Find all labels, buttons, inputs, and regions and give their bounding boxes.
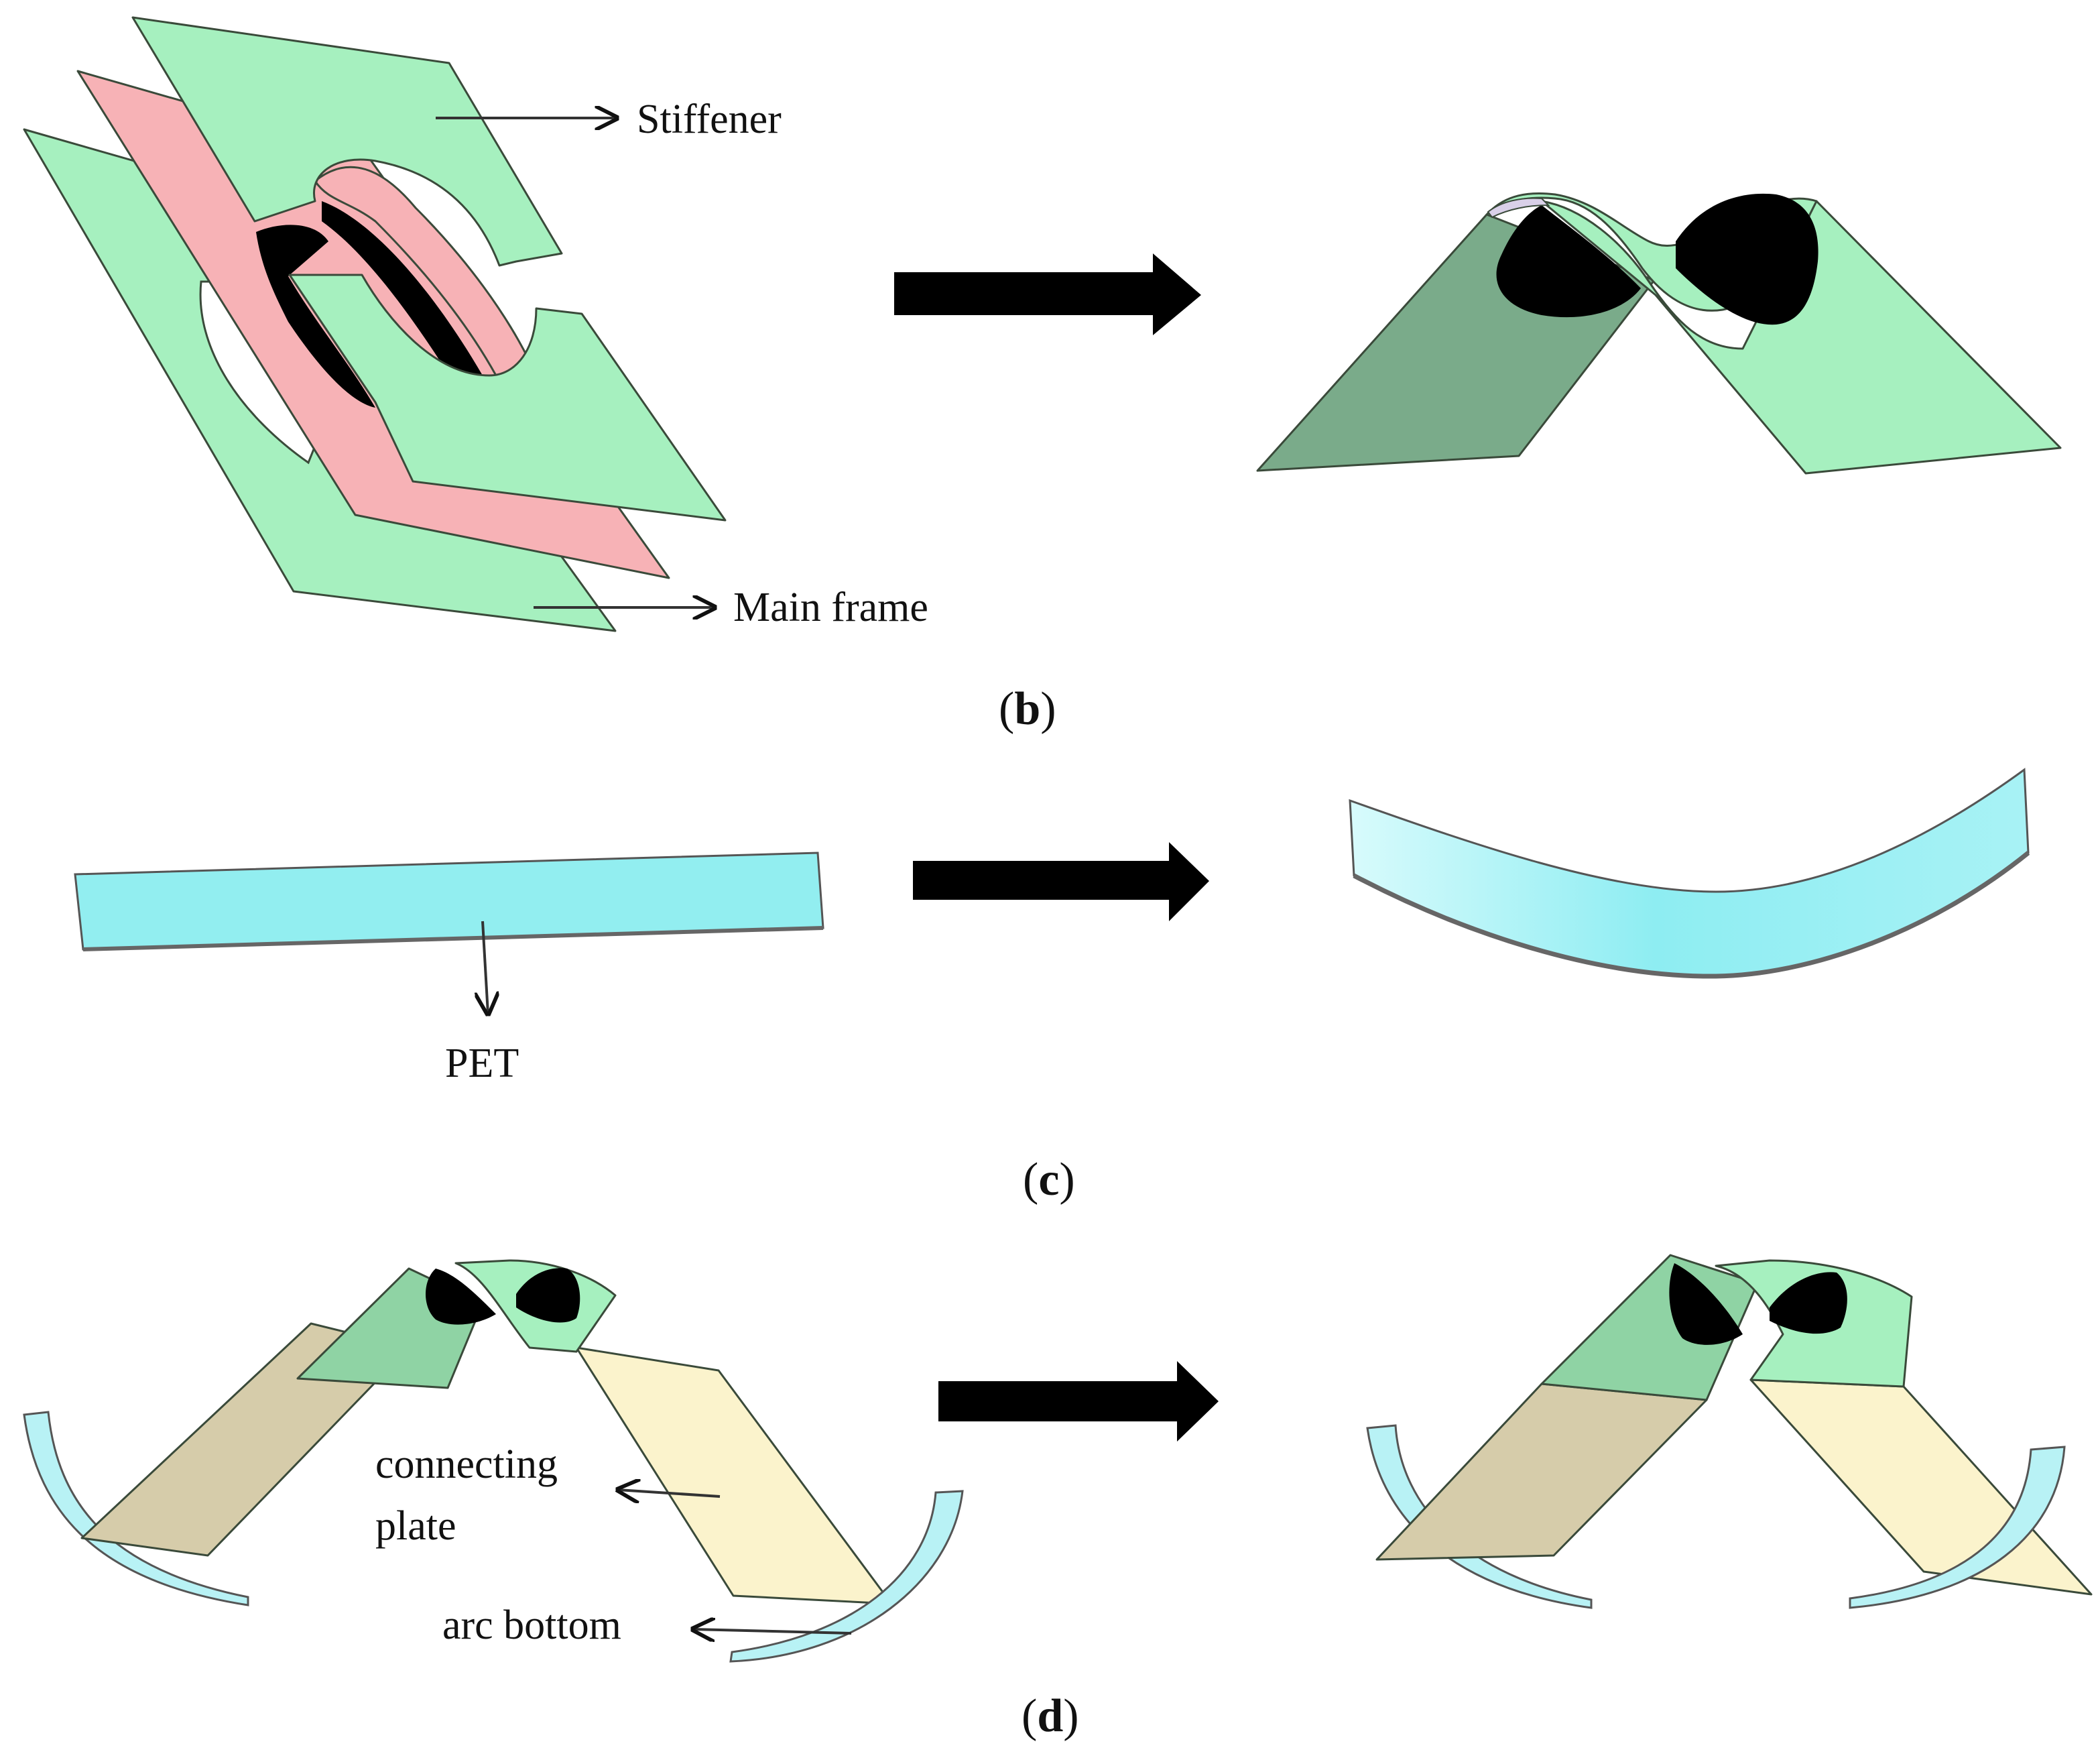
arc-bottom-label: arc bottom xyxy=(442,1602,621,1648)
panel-c-transform-arrow xyxy=(913,842,1209,921)
pet-bent-strip-edge xyxy=(1353,851,2030,979)
panel-d: connecting plate arc bottom (d) xyxy=(23,1254,2093,1742)
pet-label: PET xyxy=(445,1041,519,1086)
connecting-plate-label-line1: connecting xyxy=(375,1442,558,1487)
main-frame-label: Main frame xyxy=(733,585,928,630)
panel-b-transform-arrow xyxy=(894,253,1201,335)
folded-crest-cap xyxy=(1487,197,1550,219)
arc-bottom-left xyxy=(23,1411,249,1606)
frame-hole-right-after xyxy=(1770,1272,1847,1334)
arc-bottom-pointer xyxy=(693,1629,852,1633)
connecting-plate-pointer xyxy=(618,1490,721,1496)
frame-hole-left-after xyxy=(1669,1263,1743,1345)
exploded-layers xyxy=(23,16,727,632)
connecting-plate-right xyxy=(575,1346,893,1605)
pet-pointer xyxy=(483,921,488,1014)
assembly-before xyxy=(23,1259,964,1663)
stiffener-label: Stiffener xyxy=(637,97,782,142)
connecting-plate-label-line2: plate xyxy=(375,1503,456,1549)
stiffener-lower-part xyxy=(288,274,727,522)
panel-d-transform-arrow xyxy=(938,1361,1219,1442)
folded-hole-right xyxy=(1676,193,1818,325)
arc-bottom-right-after xyxy=(1849,1446,2066,1609)
panel-b-folded-result xyxy=(1256,192,2062,475)
panel-b: Stiffener Main frame (b) xyxy=(23,16,2062,735)
pet-flat-strip xyxy=(74,851,824,951)
frame-hole-small-left xyxy=(426,1269,496,1325)
frame-hole-small-right xyxy=(516,1268,580,1323)
arc-bottom-right xyxy=(729,1490,964,1663)
layer-hole xyxy=(256,225,375,408)
arc-bottom-left-after xyxy=(1366,1424,1593,1609)
folded-hole-left xyxy=(1496,205,1641,318)
panel-d-caption: (d) xyxy=(1022,1690,1079,1742)
folded-right-face xyxy=(1540,200,2062,475)
pet-strip-thickness-edge xyxy=(82,926,824,951)
panel-c-caption: (c) xyxy=(1023,1154,1075,1206)
pet-bent-strip xyxy=(1349,768,2030,978)
panel-b-caption: (b) xyxy=(999,683,1056,735)
assembly-after xyxy=(1366,1254,2093,1609)
panel-c: PET (c) xyxy=(74,768,2030,1206)
layer-hole-right xyxy=(322,201,483,386)
connecting-plate-left-after xyxy=(1375,1383,1708,1561)
stiffener-top-layer xyxy=(131,16,563,267)
